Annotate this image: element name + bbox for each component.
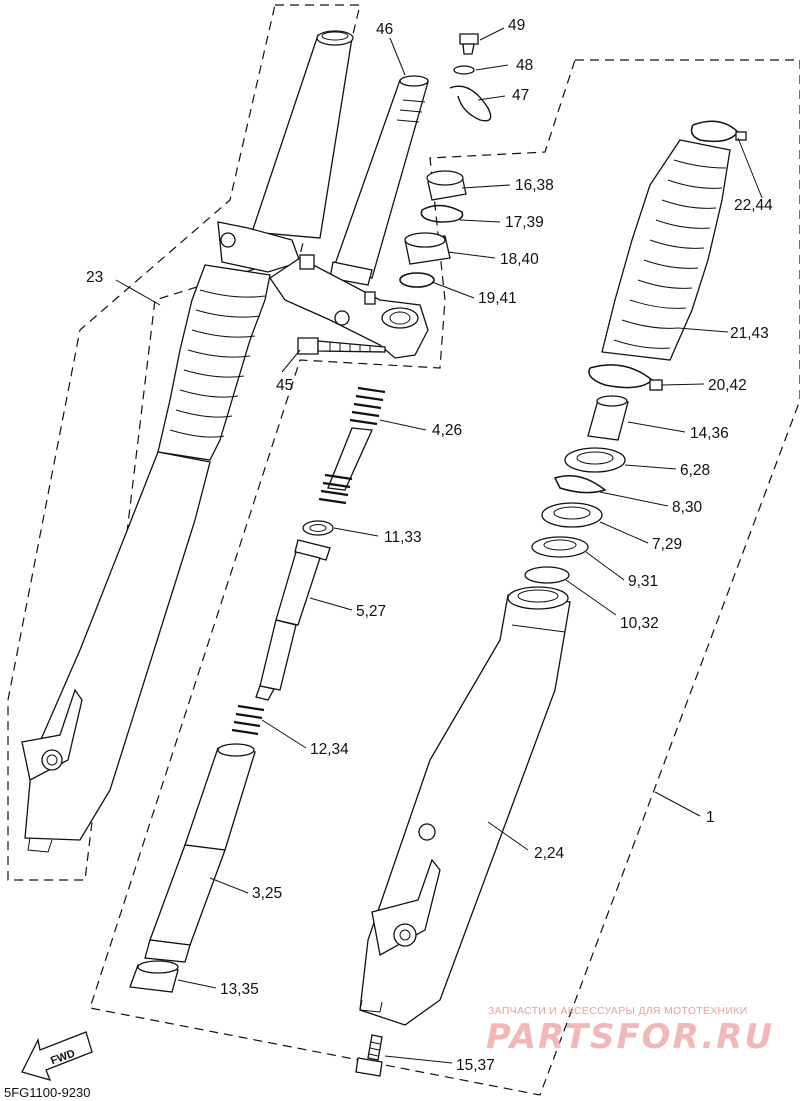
right-fork-exploded	[355, 120, 747, 1077]
drain-bolt-15-37	[355, 1034, 383, 1077]
callout-c2: 2,24	[534, 845, 565, 862]
callout-labels: 46 49 48 47 16,38 17,39 18,40 19,41 23 4…	[86, 17, 773, 1074]
callout-c19: 19,41	[478, 290, 517, 307]
callout-c23: 23	[86, 269, 103, 286]
callout-c17: 17,39	[505, 214, 544, 231]
damper-parts-column	[129, 386, 386, 993]
callout-c4: 4,26	[432, 422, 462, 439]
fwd-arrow-icon	[21, 1031, 93, 1081]
fwd-direction-arrow: FWD	[21, 1031, 93, 1081]
callout-c16: 16,38	[515, 177, 554, 194]
callout-c48: 49	[508, 17, 525, 34]
callout-c47: 47	[512, 87, 529, 104]
callout-c10: 10,32	[620, 615, 659, 632]
watermark-tagline: ЗАПЧАСТИ И АКСЕССУАРЫ ДЛЯ МОТОТЕХНИКИ	[488, 1005, 748, 1017]
watermark: ЗАПЧАСТИ И АКСЕССУАРЫ ДЛЯ МОТОТЕХНИКИ PA…	[486, 1005, 774, 1057]
callout-c49: 48	[516, 57, 533, 74]
callout-c18: 18,40	[500, 251, 539, 268]
spring-4-26	[349, 386, 386, 426]
diagram-code: 5FG1100-9230	[4, 1085, 91, 1100]
callout-c22: 22,44	[734, 197, 773, 214]
callout-c1: 1	[706, 809, 715, 826]
top-parts	[399, 33, 492, 288]
callout-c20: 20,42	[708, 377, 747, 394]
steering-stem-assembly	[269, 75, 429, 359]
callout-c6: 6,28	[680, 462, 710, 479]
watermark-brand: PARTSFOR.RU	[486, 1017, 774, 1057]
callout-c9: 9,31	[628, 573, 658, 590]
callout-c5: 5,27	[356, 603, 386, 620]
callout-c12: 12,34	[310, 741, 349, 758]
bolt-46	[297, 337, 386, 355]
callout-c13: 13,35	[220, 981, 259, 998]
callout-c21: 21,43	[730, 325, 769, 342]
callout-c3: 3,25	[252, 885, 282, 902]
leader-lines	[115, 27, 763, 1064]
right-fork-assembly-boundary	[89, 59, 800, 1096]
callout-c14: 14,36	[690, 425, 729, 442]
callout-c15: 15,37	[456, 1057, 495, 1074]
callout-c8: 8,30	[672, 499, 703, 516]
callout-c11: 11,33	[384, 529, 422, 546]
callout-c46: 45	[276, 377, 293, 394]
left-fork-assembled	[21, 30, 354, 853]
callout-c7: 7,29	[652, 536, 682, 553]
callout-c45: 46	[376, 21, 393, 38]
